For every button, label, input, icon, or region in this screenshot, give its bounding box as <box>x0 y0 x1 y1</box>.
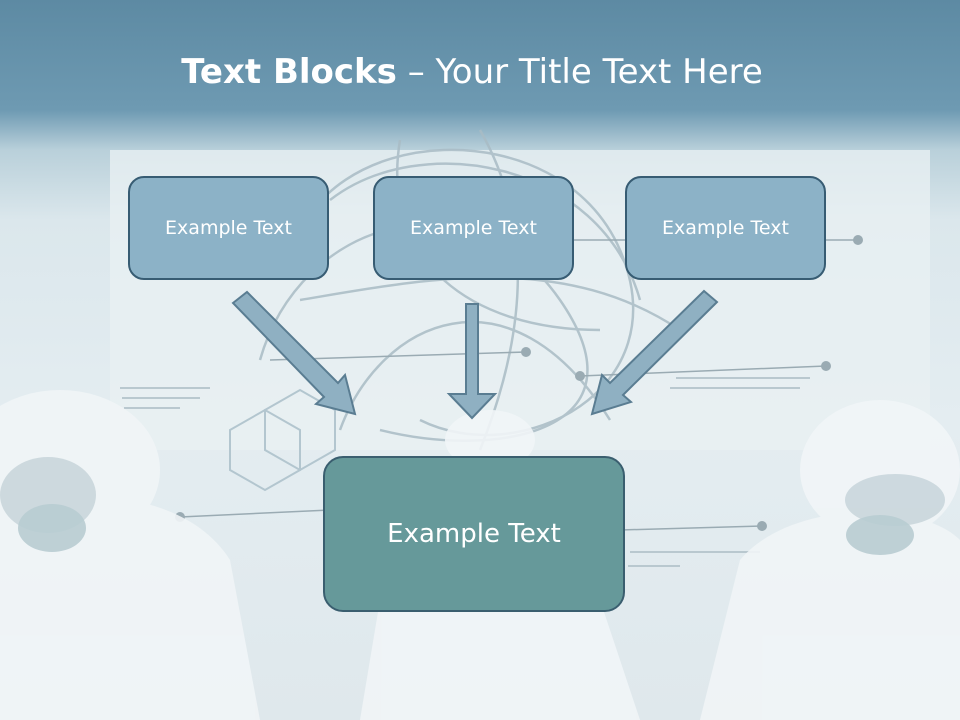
title-bold-part: Text Blocks <box>181 52 397 92</box>
target-text-block[interactable]: Example Text <box>323 456 625 612</box>
slide-title: Text Blocks – Your Title Text Here <box>0 52 944 92</box>
text-block-center[interactable]: Example Text <box>373 176 574 280</box>
text-block-left[interactable]: Example Text <box>128 176 329 280</box>
text-block-right[interactable]: Example Text <box>625 176 826 280</box>
title-rest-part: Your Title Text Here <box>435 52 763 92</box>
title-dash: – <box>396 52 436 92</box>
